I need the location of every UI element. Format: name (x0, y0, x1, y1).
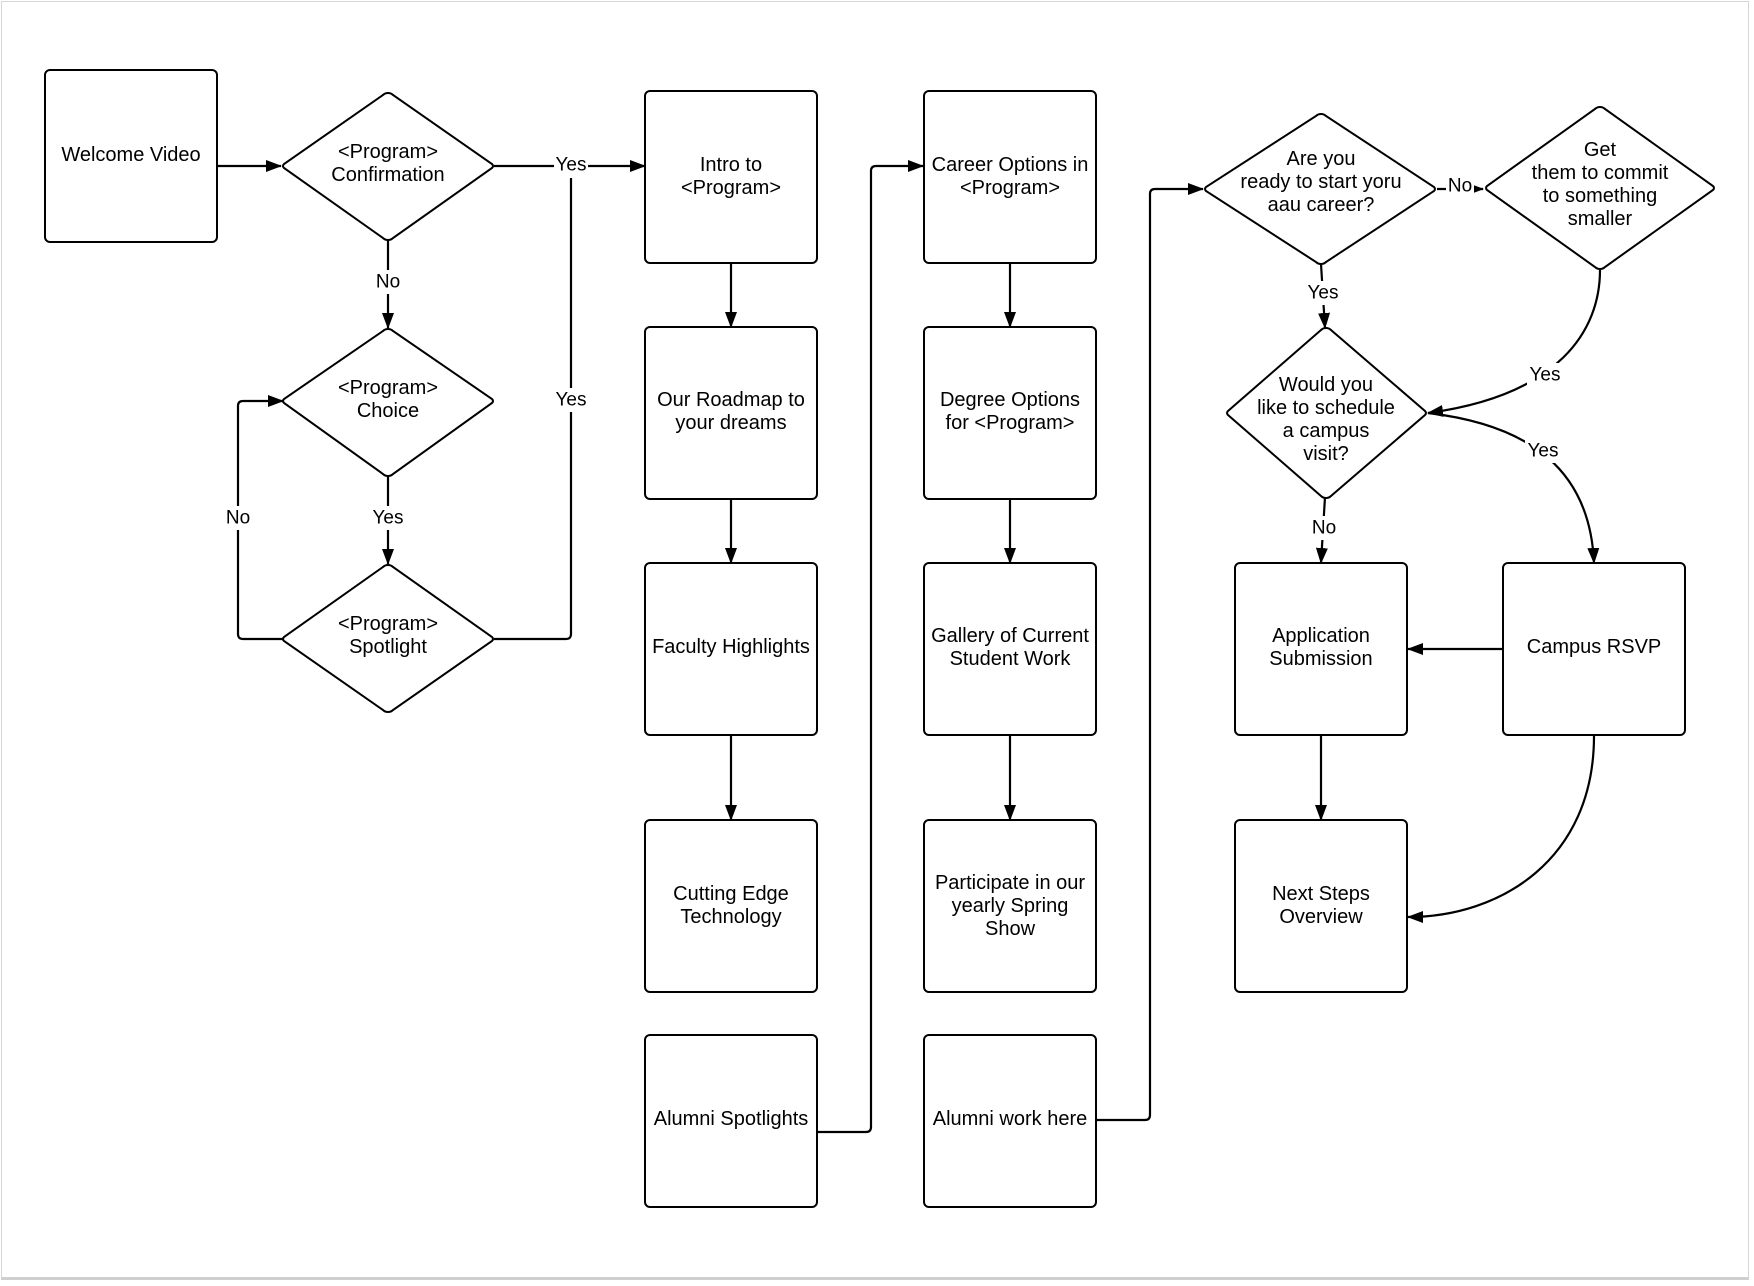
node-intro-to-program: Intro to <Program> (644, 90, 818, 264)
edge-label-choice-yes: Yes (370, 506, 406, 530)
node-gallery-line2: Student Work (950, 648, 1072, 670)
svg-text:Yes: Yes (1530, 365, 1561, 386)
edge-label-confirmation-yes: Yes (554, 154, 588, 178)
node-cutting-edge-line1: Cutting Edge (673, 883, 789, 905)
edge-commit-yes-to-visit (1427, 269, 1602, 417)
node-next-steps-line2: Overview (1279, 906, 1363, 928)
node-spring-show: Participate in our yearly Spring Show (923, 819, 1097, 993)
edge-visit-yes-to-rsvp (1427, 411, 1600, 564)
node-degree-options-line1: Degree Options (940, 389, 1080, 411)
node-program-spotlight-line1: <Program> (338, 613, 438, 635)
node-program-choice-line1: <Program> (338, 377, 438, 399)
edge-label-spotlight-yes: Yes (553, 388, 589, 412)
node-degree-options-line2: for <Program> (946, 412, 1075, 434)
node-our-roadmap-line2: your dreams (675, 412, 786, 434)
node-application-submission-line2: Submission (1269, 648, 1372, 670)
edges (217, 160, 1602, 1134)
node-alumni-spotlights: Alumni Spotlights (644, 1034, 818, 1208)
node-career-options: Career Options in <Program> (923, 90, 1097, 264)
node-schedule-visit-line4: visit? (1303, 443, 1349, 465)
edge-label-visit-yes: Yes (1525, 439, 1561, 463)
node-spring-show-line3: Show (985, 918, 1036, 940)
node-application-submission-line1: Application (1272, 625, 1370, 647)
node-ready-to-start-line2: ready to start yoru (1240, 171, 1401, 193)
node-alumni-work-label: Alumni work here (933, 1108, 1088, 1130)
node-program-choice-line2: Choice (357, 400, 419, 422)
node-faculty-highlights: Faculty Highlights (644, 562, 818, 736)
node-next-steps-overview: Next Steps Overview (1234, 819, 1408, 993)
svg-text:No: No (376, 272, 400, 293)
node-gallery-student-work: Gallery of Current Student Work (923, 562, 1097, 736)
node-commit-smaller-line4: smaller (1568, 208, 1633, 230)
node-welcome-video-label: Welcome Video (61, 144, 200, 166)
node-welcome-video: Welcome Video (44, 69, 218, 243)
node-schedule-visit-line2: like to schedule (1257, 397, 1395, 419)
node-commit-smaller-line1: Get (1584, 139, 1617, 161)
node-cutting-edge-line2: Technology (680, 906, 781, 928)
edge-alumni-spotlights-to-career (818, 160, 924, 1134)
svg-text:Yes: Yes (556, 155, 587, 176)
node-commit-smaller-line2: them to commit (1532, 162, 1669, 184)
node-ready-to-start: Are you ready to start yoru aau career? (1204, 112, 1436, 266)
node-application-submission: Application Submission (1234, 562, 1408, 736)
svg-text:No: No (1312, 518, 1336, 539)
edge-label-ready-yes: Yes (1305, 281, 1341, 305)
node-spring-show-line2: yearly Spring (952, 895, 1069, 917)
node-ready-to-start-line1: Are you (1287, 148, 1356, 170)
edge-label-spotlight-no: No (223, 506, 253, 530)
node-cutting-edge-technology: Cutting Edge Technology (644, 819, 818, 993)
edge-alumni-work-to-ready (1097, 183, 1204, 1122)
node-alumni-work-here: Alumni work here (923, 1034, 1097, 1208)
node-schedule-visit: Would you like to schedule a campus visi… (1226, 326, 1427, 500)
edge-label-ready-no: No (1446, 175, 1474, 199)
edge-label-commit-yes: Yes (1527, 363, 1563, 387)
svg-text:Yes: Yes (373, 508, 404, 529)
node-spring-show-line1: Participate in our (935, 872, 1085, 894)
node-program-confirmation: <Program> Confirmation (282, 91, 494, 242)
node-faculty-highlights-label: Faculty Highlights (652, 636, 810, 658)
node-program-spotlight-line2: Spotlight (349, 636, 427, 658)
node-gallery-line1: Gallery of Current (931, 625, 1089, 647)
edge-labels: Yes No Yes No Yes No (223, 154, 1563, 540)
node-program-confirmation-line2: Confirmation (331, 164, 444, 186)
node-schedule-visit-line1: Would you (1279, 374, 1373, 396)
node-career-options-line2: <Program> (960, 177, 1060, 199)
node-program-choice: <Program> Choice (282, 327, 494, 478)
edge-rsvp-to-next-steps (1407, 735, 1596, 923)
node-campus-rsvp: Campus RSVP (1502, 562, 1686, 736)
shapes: Welcome Video <Program> Confirmation <Pr… (44, 69, 1715, 1208)
edge-label-visit-no: No (1309, 516, 1339, 540)
node-program-spotlight: <Program> Spotlight (282, 563, 494, 714)
node-commit-smaller: Get them to commit to something smaller (1485, 105, 1715, 271)
svg-text:Yes: Yes (1528, 441, 1559, 462)
svg-text:No: No (1448, 176, 1472, 197)
node-our-roadmap-line1: Our Roadmap to (657, 389, 805, 411)
node-degree-options: Degree Options for <Program> (923, 326, 1097, 500)
node-alumni-spotlights-label: Alumni Spotlights (654, 1108, 809, 1130)
node-program-confirmation-line1: <Program> (338, 141, 438, 163)
svg-text:No: No (226, 508, 250, 529)
edge-spotlight-yes-to-intro (494, 166, 573, 641)
svg-text:Yes: Yes (556, 390, 587, 411)
node-career-options-line1: Career Options in (932, 154, 1089, 176)
node-schedule-visit-line3: a campus (1283, 420, 1370, 442)
node-intro-to-program-line1: Intro to (700, 154, 762, 176)
svg-text:Yes: Yes (1308, 283, 1339, 304)
node-intro-to-program-line2: <Program> (681, 177, 781, 199)
node-our-roadmap: Our Roadmap to your dreams (644, 326, 818, 500)
node-next-steps-line1: Next Steps (1272, 883, 1370, 905)
node-ready-to-start-line3: aau career? (1268, 194, 1375, 216)
edge-label-confirmation-no: No (373, 270, 403, 294)
node-commit-smaller-line3: to something (1543, 185, 1658, 207)
node-campus-rsvp-label: Campus RSVP (1527, 636, 1662, 658)
